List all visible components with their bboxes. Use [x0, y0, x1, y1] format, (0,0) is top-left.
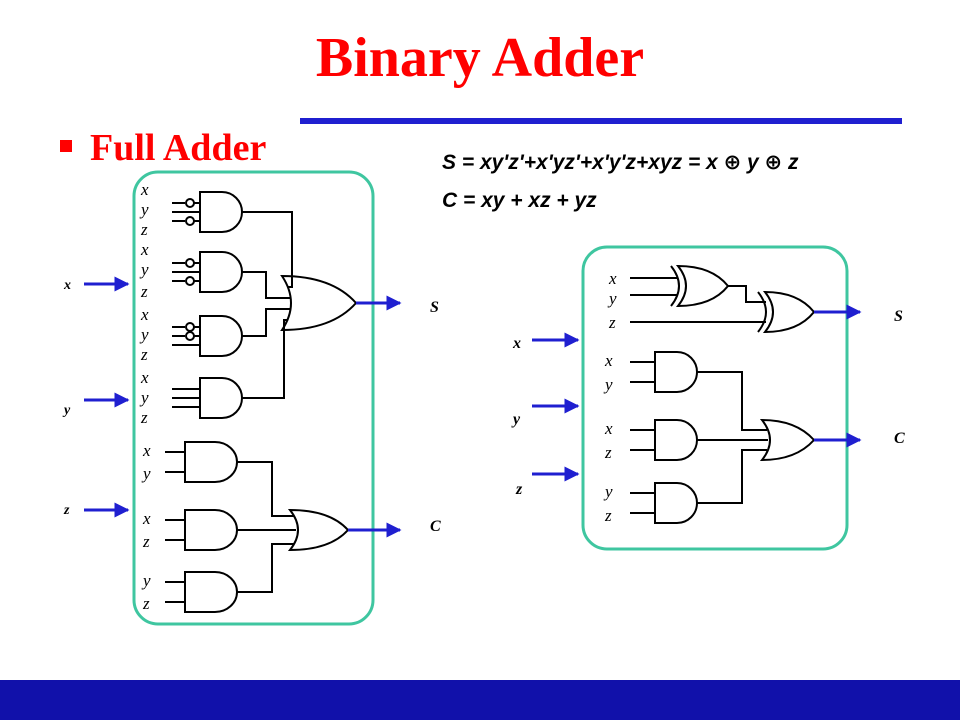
input-label-x: x	[512, 335, 521, 352]
gate-input-label: z	[140, 220, 148, 239]
left-circuit-box	[132, 170, 375, 626]
inverter-bubble	[185, 276, 195, 286]
gate-input-label: y	[139, 260, 149, 279]
inverter-bubble	[185, 216, 195, 226]
gate-input-label: y	[607, 289, 617, 308]
gate-input-label: z	[140, 282, 148, 301]
and-gate	[184, 441, 238, 483]
input-label-y: y	[62, 403, 71, 418]
gate-input-label: z	[140, 408, 148, 427]
or-gate	[287, 508, 350, 552]
gate-input-label: x	[140, 305, 149, 324]
right-circuit	[581, 245, 849, 551]
inverter-bubble	[185, 198, 195, 208]
carry-equation: C = xy + xz + yz	[442, 189, 597, 212]
gate-input-label: y	[603, 482, 613, 501]
slide-title: Binary Adder	[315, 27, 645, 89]
left-circuit	[132, 170, 375, 626]
gate-input-label: y	[603, 375, 613, 394]
footer-bar	[0, 680, 960, 720]
gate-input-label: x	[140, 368, 149, 387]
input-label-z: z	[63, 503, 70, 518]
and-gate	[184, 509, 238, 551]
gate-input-label: y	[139, 200, 149, 219]
input-label-z: z	[515, 481, 523, 498]
input-label-y: y	[511, 411, 521, 428]
gate-input-label: y	[141, 571, 151, 590]
gate-input-label: z	[604, 506, 612, 525]
gate-input-label: x	[604, 419, 613, 438]
gate-input-label: x	[604, 351, 613, 370]
gate-input-label: y	[139, 388, 149, 407]
or-gate	[280, 274, 358, 332]
gate-input-label: x	[142, 441, 151, 460]
gate-input-label: z	[142, 594, 150, 613]
or-gate	[759, 418, 816, 462]
inverter-bubble	[185, 258, 195, 268]
input-label-x: x	[63, 278, 71, 293]
gate-input-label: x	[140, 180, 149, 199]
section-heading: Full Adder	[90, 127, 267, 169]
and-gate	[199, 251, 243, 293]
right-circuit-box	[581, 245, 849, 551]
bullet-square-icon	[60, 140, 72, 152]
and-gate	[654, 419, 698, 461]
output-label-s: S	[430, 299, 439, 316]
gate-input-label: z	[604, 443, 612, 462]
gate-input-label: x	[142, 509, 151, 528]
sum-equation: S = xy'z'+x'yz'+x'y'z+xyz = x ⊕ y ⊕ z	[442, 151, 799, 174]
output-label-c: C	[894, 430, 905, 447]
and-gate	[199, 315, 243, 357]
xor-gate	[675, 264, 730, 308]
output-label-c: C	[430, 518, 441, 535]
gate-input-label: z	[142, 532, 150, 551]
gate-input-label: y	[141, 464, 151, 483]
output-label-s: S	[894, 308, 903, 325]
and-gate	[199, 191, 243, 233]
gate-input-label: x	[608, 269, 617, 288]
xor-gate	[762, 290, 816, 334]
gate-input-label: y	[139, 325, 149, 344]
title-underline	[300, 118, 902, 124]
and-gate	[654, 351, 698, 393]
and-gate	[199, 377, 243, 419]
gate-input-label: x	[140, 240, 149, 259]
and-gate	[654, 482, 698, 524]
inverter-bubble	[185, 322, 195, 332]
gate-input-label: z	[608, 313, 616, 332]
inverter-bubble	[185, 331, 195, 341]
and-gate	[184, 571, 238, 613]
gate-input-label: z	[140, 345, 148, 364]
